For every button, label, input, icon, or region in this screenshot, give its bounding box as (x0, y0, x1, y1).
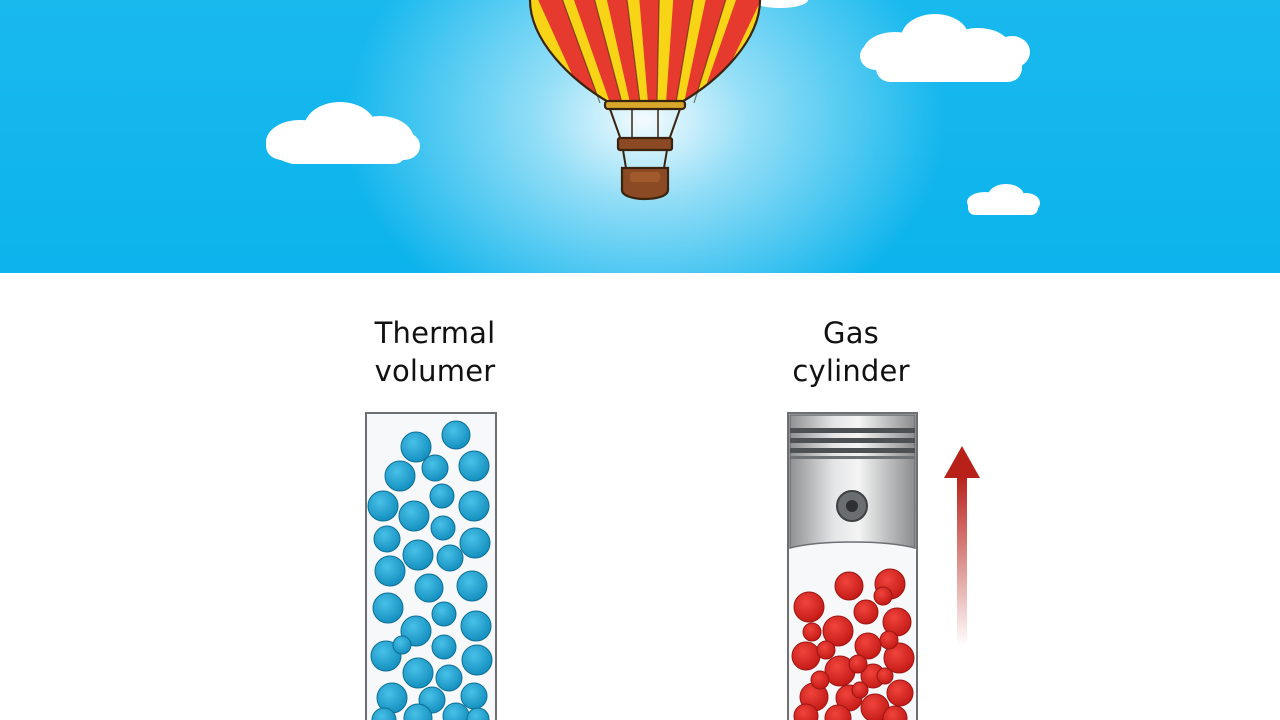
thermal-particle (466, 707, 490, 720)
thermal-particle (400, 615, 432, 647)
thermal-particle (367, 490, 399, 522)
thermal-particle (376, 682, 408, 714)
thermal-particle (384, 460, 416, 492)
gas-particle (824, 704, 852, 720)
piston-icon (789, 414, 916, 549)
thermal-particle (431, 634, 457, 660)
thermal-particle (456, 570, 488, 602)
thermal-particle (400, 431, 432, 463)
gas-particle (824, 655, 856, 687)
gas-particle (793, 703, 819, 720)
thermal-particle (442, 702, 470, 720)
thermal-particle (461, 644, 493, 676)
gas-particle (835, 684, 863, 712)
gas-particle (822, 615, 854, 647)
sky-scene (266, 0, 1040, 215)
gas-particle (860, 663, 886, 689)
cloud-right-icon (860, 14, 1030, 82)
gas-particle (874, 568, 906, 600)
cloud-top-icon (752, 0, 808, 8)
thermal-particle (441, 420, 471, 450)
thermal-particle (392, 635, 412, 655)
thermal-particle (435, 664, 463, 692)
thermal-label-line1: Thermal (374, 316, 496, 350)
gas-particle (810, 670, 830, 690)
gas-particle (834, 571, 864, 601)
thermal-container (365, 412, 497, 720)
thermal-particle (436, 544, 464, 572)
thermal-particle (372, 592, 404, 624)
gas-particle (854, 632, 882, 660)
gas-particle (882, 705, 908, 720)
gas-particle (873, 586, 893, 606)
thermal-particle (402, 539, 434, 571)
gas-particle (793, 591, 825, 623)
thermal-particle (398, 500, 430, 532)
thermal-particle (370, 640, 402, 672)
thermal-particle (421, 454, 449, 482)
thermal-particle (430, 515, 456, 541)
gas-particle (799, 682, 829, 712)
gas-particle (802, 622, 822, 642)
gas-label-line2: cylinder (792, 354, 910, 388)
gas-particle (853, 599, 879, 625)
gas-particle (886, 679, 914, 707)
gas-particle (879, 630, 899, 650)
gas-particle (851, 681, 869, 699)
upward-arrow-icon (944, 446, 980, 646)
thermal-volumer-label: Thermal volumer (330, 314, 540, 390)
gas-particle (860, 693, 890, 720)
gas-particle (791, 641, 821, 671)
gas-particle (848, 654, 868, 674)
thermal-particle (418, 686, 446, 714)
thermal-label-line2: volumer (374, 354, 496, 388)
thermal-particle (458, 450, 490, 482)
thermal-particle (429, 483, 455, 509)
thermal-particle (459, 527, 491, 559)
gas-particle (816, 640, 836, 660)
thermal-particle (460, 610, 492, 642)
gas-particle (882, 607, 912, 637)
thermal-particle (458, 490, 490, 522)
cloud-left-icon (266, 102, 420, 164)
gas-label-line1: Gas (823, 316, 879, 350)
thermal-particle (460, 682, 488, 710)
thermal-particle (373, 525, 401, 553)
gas-cylinder-label: Gas cylinder (746, 314, 956, 390)
cloud-small-icon (967, 184, 1040, 215)
thermal-particle (374, 555, 406, 587)
thermal-particle (371, 707, 397, 720)
thermal-particles (367, 420, 493, 720)
thermal-particle (403, 703, 433, 720)
gas-particle (883, 642, 915, 674)
thermal-particle (402, 657, 434, 689)
hot-air-balloon-icon (528, 0, 762, 200)
gas-particles (791, 568, 915, 720)
gas-cylinder-container (787, 412, 918, 720)
thermal-particle (414, 573, 444, 603)
gas-particle (876, 667, 894, 685)
thermal-particle (431, 601, 457, 627)
sky-background (0, 0, 1280, 273)
